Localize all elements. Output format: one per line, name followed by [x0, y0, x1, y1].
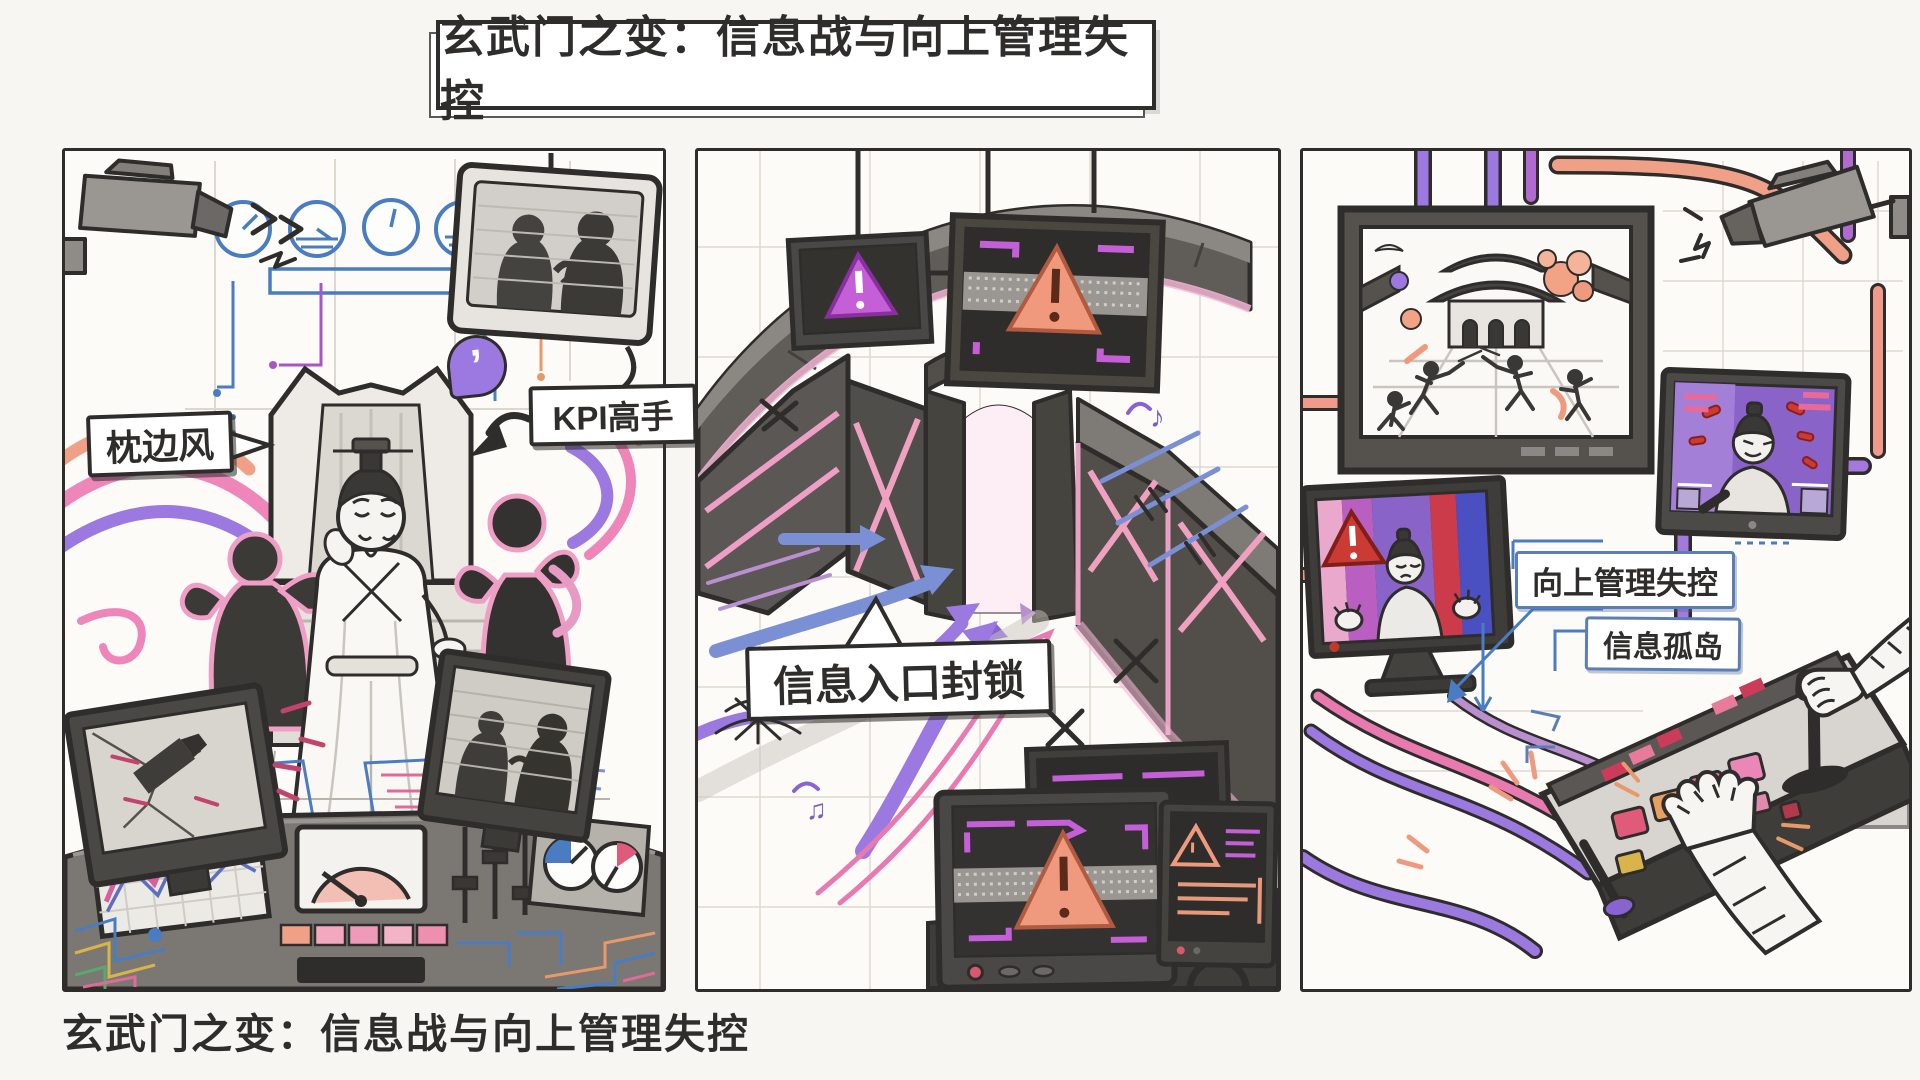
- label-information-island: 信息孤岛: [1584, 616, 1742, 672]
- label-kpi-master: KPI高手: [528, 383, 698, 447]
- bottom-monitor-cluster: [926, 739, 1278, 989]
- label-upward-management-fail: 向上管理失控: [1515, 551, 1735, 609]
- warning-monitor-purple: [785, 230, 935, 352]
- panel-information-gate: ♪ ♫: [695, 148, 1281, 992]
- panel-upward-management: ♫: [1300, 148, 1912, 992]
- cctv-camera: [65, 158, 304, 275]
- gauge-cluster: [214, 198, 492, 295]
- label-info-gate-block: 信息入口封锁: [745, 639, 1053, 721]
- panel-throne-room: 枕边风 KPI高手 ’: [62, 148, 698, 992]
- angry-official: [1698, 401, 1791, 516]
- label-pillow-talk: 枕边风: [85, 410, 235, 478]
- fighters: [1377, 345, 1593, 431]
- monitors-illustration: ♫: [1303, 151, 1909, 959]
- shrug-official: [1333, 527, 1481, 643]
- monitor-warning-crt: [933, 785, 1178, 989]
- slamming-hand: [1661, 769, 1823, 956]
- gripping-hand: [1797, 602, 1909, 718]
- battle-monitor: [1337, 205, 1655, 475]
- bottom-caption: 玄武门之变：信息战与向上管理失控: [62, 1011, 750, 1057]
- debris-dashes: [272, 700, 502, 826]
- hanging-warning-monitors: [785, 151, 1166, 394]
- crt-tv-cracked: [65, 682, 289, 897]
- shrug-official-monitor: [1303, 475, 1515, 698]
- slammed-console: [1538, 602, 1909, 956]
- gate-illustration: ♪ ♫: [698, 151, 1278, 989]
- throne-room-illustration: [65, 153, 663, 989]
- alert-dashes: [1688, 401, 1818, 470]
- explosions: [1374, 244, 1594, 330]
- kpi-arrow: [469, 412, 533, 457]
- cctv-camera-right: [1679, 159, 1909, 263]
- title-text: 玄武门之变：信息战与向上管理失控: [440, 13, 1130, 126]
- monitor-portrait: [1156, 799, 1278, 969]
- crt-tv-whisper-top: [447, 153, 663, 392]
- corner-circuit-left: [74, 916, 166, 989]
- music-note-icon-2: ♫: [806, 794, 827, 825]
- gate-building: [1359, 253, 1633, 349]
- title-banner: 玄武门之变：信息战与向上管理失控: [436, 13, 1156, 126]
- spark-burst: [1396, 750, 1538, 870]
- angry-official-monitor: [1655, 367, 1852, 541]
- warning-monitor-salmon: [943, 212, 1166, 394]
- crt-tv-whisper-bottom: [417, 648, 612, 853]
- corner-circuit-right: [544, 931, 656, 989]
- music-note-icon: ♪: [1150, 401, 1165, 434]
